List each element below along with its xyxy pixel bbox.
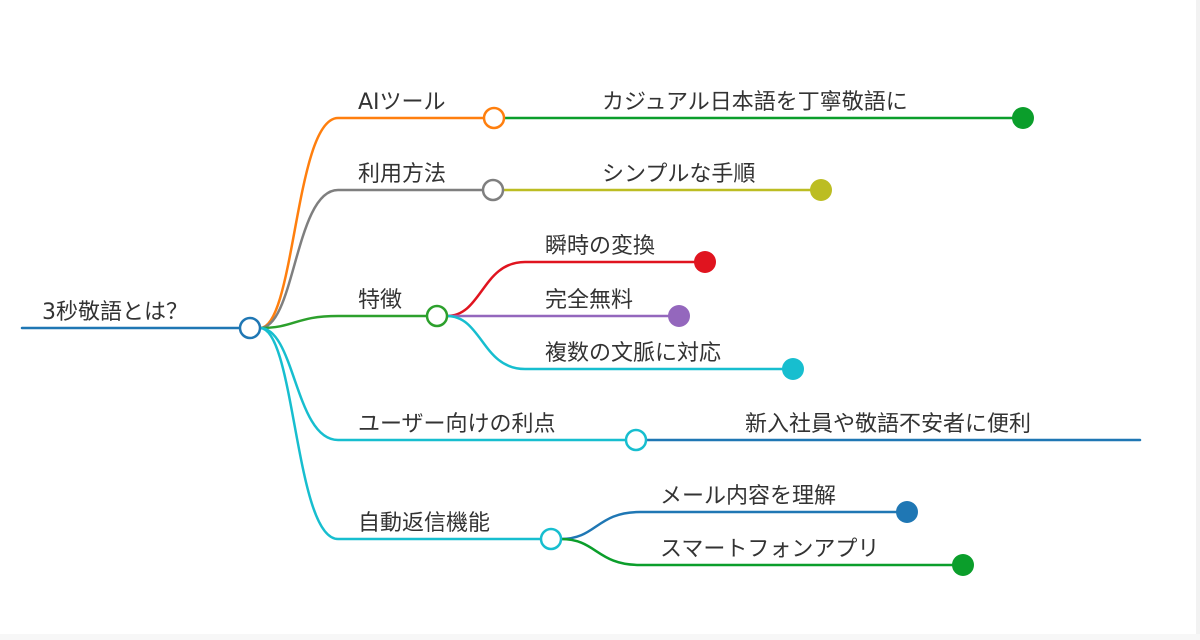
- node-label[interactable]: シンプルな手順: [602, 162, 755, 187]
- node-features-2[interactable]: 完全無料: [545, 288, 690, 327]
- edge-features-to-features-1: [445, 260, 696, 318]
- node-leaf-dot: [952, 554, 974, 576]
- node-label[interactable]: 瞬時の変換: [545, 234, 655, 259]
- node-toggle-circle[interactable]: [482, 106, 506, 130]
- node-label[interactable]: 複数の文脈に対応: [545, 341, 721, 366]
- node-ai-tool[interactable]: AIツール: [358, 90, 506, 130]
- node-leaf-dot: [668, 305, 690, 327]
- node-ai-tool-1[interactable]: カジュアル日本語を丁寧敬語に: [602, 90, 1034, 129]
- node-toggle-circle[interactable]: [624, 428, 648, 452]
- bottom-border: [0, 634, 1200, 640]
- node-label[interactable]: 特徴: [358, 288, 402, 313]
- node-features-1[interactable]: 瞬時の変換: [545, 234, 716, 273]
- node-label[interactable]: 完全無料: [545, 288, 633, 313]
- node-benefits[interactable]: ユーザー向けの利点: [358, 412, 648, 452]
- right-border: [1196, 0, 1200, 640]
- edge-root-to-ai-tool: [258, 116, 486, 330]
- edge-root-to-benefits: [258, 326, 628, 442]
- node-root[interactable]: 3秒敬語とは？: [42, 300, 262, 340]
- node-label[interactable]: メール内容を理解: [660, 484, 836, 509]
- node-label[interactable]: 自動返信機能: [358, 511, 490, 536]
- node-auto-reply[interactable]: 自動返信機能: [358, 511, 563, 551]
- node-features-3[interactable]: 複数の文脈に対応: [545, 341, 804, 380]
- node-auto-reply-2[interactable]: スマートフォンアプリ: [660, 537, 974, 576]
- edge-root-to-features: [258, 314, 429, 330]
- node-usage[interactable]: 利用方法: [358, 162, 505, 202]
- edge-root-to-auto-reply: [258, 326, 543, 541]
- node-toggle-circle[interactable]: [481, 178, 505, 202]
- edge-auto-reply-to-auto-reply-1: [559, 510, 898, 541]
- node-label[interactable]: ユーザー向けの利点: [358, 412, 556, 437]
- node-label[interactable]: カジュアル日本語を丁寧敬語に: [602, 90, 908, 115]
- node-usage-1[interactable]: シンプルな手順: [602, 162, 832, 201]
- node-label[interactable]: AIツール: [358, 90, 446, 115]
- node-toggle-circle[interactable]: [238, 316, 262, 340]
- node-auto-reply-1[interactable]: メール内容を理解: [660, 484, 918, 523]
- node-leaf-dot: [1012, 107, 1034, 129]
- node-leaf-dot: [782, 358, 804, 380]
- edge-root-to-usage: [258, 188, 485, 330]
- edge-features-to-features-3: [445, 314, 784, 371]
- node-leaf-dot: [810, 179, 832, 201]
- node-benefits-1[interactable]: 新入社員や敬語不安者に便利: [745, 412, 1031, 437]
- node-label[interactable]: スマートフォンアプリ: [660, 537, 879, 562]
- node-leaf-dot: [694, 251, 716, 273]
- node-leaf-dot: [896, 501, 918, 523]
- edges-layer: [20, 116, 1142, 567]
- node-features[interactable]: 特徴: [358, 288, 449, 328]
- edge-auto-reply-to-auto-reply-2: [559, 537, 954, 567]
- node-label[interactable]: 利用方法: [358, 162, 446, 187]
- node-toggle-circle[interactable]: [539, 527, 563, 551]
- node-label[interactable]: 新入社員や敬語不安者に便利: [745, 412, 1031, 437]
- node-label[interactable]: 3秒敬語とは？: [42, 300, 188, 325]
- node-toggle-circle[interactable]: [425, 304, 449, 328]
